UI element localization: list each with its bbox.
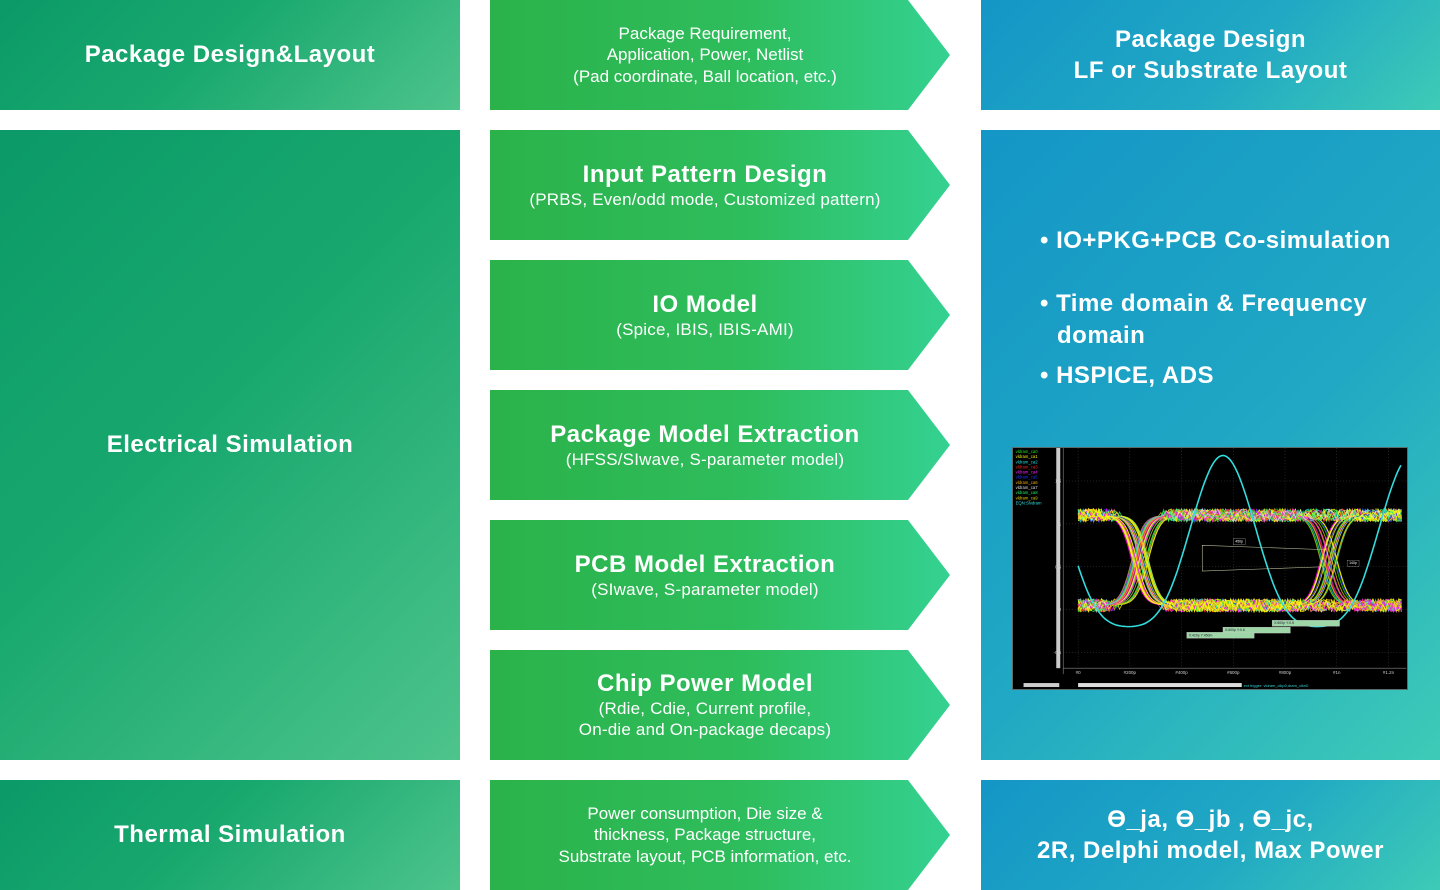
marker-label: 450p bbox=[1235, 540, 1243, 544]
x-tick-label: #400p bbox=[1175, 670, 1188, 675]
legend-entry: vldram_ca2 bbox=[1016, 459, 1039, 464]
signal-trace bbox=[1077, 508, 1402, 613]
marker-label: X:800p Y:0.5 bbox=[1274, 621, 1294, 625]
step-package-model-extraction: Package Model Extraction (HFSS/SIwave, S… bbox=[490, 390, 950, 500]
output-text: 2R, Delphi model, Max Power bbox=[1037, 837, 1384, 864]
row-title: Thermal Simulation bbox=[114, 821, 346, 848]
step-pcb-model-extraction: PCB Model Extraction (SIwave, S-paramete… bbox=[490, 520, 950, 630]
electrical-simulation-label: Electrical Simulation bbox=[0, 130, 460, 760]
step-title: Package Model Extraction bbox=[550, 420, 860, 448]
signal-trace bbox=[1078, 507, 1402, 613]
step-title: Input Pattern Design bbox=[582, 160, 828, 188]
step-sub: (Spice, IBIS, IBIS-AMI) bbox=[616, 319, 794, 339]
step-sub: On-die and On-package decaps) bbox=[578, 720, 832, 739]
legend-entry: vldram_ca3 bbox=[1016, 464, 1039, 469]
thermal-output: ϴ_ja, ϴ_jb , ϴ_jc, 2R, Delphi model, Max… bbox=[981, 780, 1440, 890]
output-text: Package Design bbox=[1114, 26, 1307, 53]
bullet-item: • HSPICE, ADS bbox=[1040, 362, 1215, 389]
legend-entry: vldram_ca0 bbox=[1016, 449, 1039, 454]
step-title: IO Model bbox=[652, 290, 758, 318]
legend-entry: vldram_ca8 bbox=[1016, 490, 1039, 495]
legend-entry: EQN:Slvdram bbox=[1016, 501, 1042, 506]
y-tick-label: 1.5 bbox=[1055, 478, 1062, 483]
marker-box bbox=[1186, 632, 1255, 639]
step-input-pattern-design: Input Pattern Design (PRBS, Even/odd mod… bbox=[490, 130, 950, 240]
y-tick-label: 0.5 bbox=[1055, 564, 1062, 569]
bullet-item: domain bbox=[1057, 322, 1146, 349]
arrow-text: Substrate layout, PCB information, etc. bbox=[558, 846, 852, 866]
x-tick-label: #1.2n bbox=[1383, 670, 1395, 675]
arrow-text: (Pad coordinate, Ball location, etc.) bbox=[573, 66, 837, 86]
x-tick-label: #1n bbox=[1333, 670, 1341, 675]
eqn-trace bbox=[1077, 454, 1402, 628]
legend-entry: vldram_ca1 bbox=[1016, 454, 1039, 459]
y-tick-label: -0.5 bbox=[1054, 650, 1062, 655]
legend-entry: vldram_ca7 bbox=[1016, 485, 1039, 490]
x-tick-label: #600p bbox=[1227, 670, 1240, 675]
signal-trace bbox=[1077, 509, 1402, 613]
package-design-layout-label: Package Design&Layout bbox=[0, 0, 460, 110]
legend-entry: vldram_ca9 bbox=[1016, 495, 1039, 500]
signal-trace bbox=[1077, 507, 1402, 614]
arrow-text: Power consumption, Die size & bbox=[587, 803, 823, 823]
thermal-inputs-arrow: Power consumption, Die size & thickness,… bbox=[490, 780, 950, 890]
marker-label: X:420p Y:450m bbox=[1189, 633, 1213, 637]
signal-trace bbox=[1077, 508, 1402, 614]
arrow-text: Application, Power, Netlist bbox=[606, 45, 804, 65]
x-tick-label: #800p bbox=[1279, 670, 1292, 675]
x-tick-label: #200p bbox=[1124, 670, 1137, 675]
marker-box bbox=[1233, 538, 1246, 545]
legend-entry: vldram_ca4 bbox=[1016, 470, 1039, 475]
y-tick-label: 0 bbox=[1059, 607, 1062, 612]
bullet-item: • IO+PKG+PCB Co-simulation bbox=[1040, 227, 1391, 254]
arrow-text: thickness, Package structure, bbox=[593, 825, 817, 845]
output-text: LF or Substrate Layout bbox=[1073, 57, 1348, 84]
arrow-text: Package Requirement, bbox=[618, 23, 792, 43]
scrollbar[interactable] bbox=[1023, 683, 1060, 688]
legend-scrollbar bbox=[1056, 448, 1061, 669]
step-sub: (HFSS/SIwave, S-parameter model) bbox=[565, 449, 845, 469]
row-title: Electrical Simulation bbox=[106, 431, 354, 458]
step-chip-power-model: Chip Power Model (Rdie, Cdie, Current pr… bbox=[490, 650, 950, 760]
marker-label: 140p bbox=[1349, 561, 1357, 565]
step-io-model: IO Model (Spice, IBIS, IBIS-AMI) bbox=[490, 260, 950, 370]
legend-entry: vldram_ca5 bbox=[1016, 475, 1039, 480]
eye-mask bbox=[1201, 545, 1325, 572]
step-title: Chip Power Model bbox=[596, 670, 813, 697]
output-text: ϴ_ja, ϴ_jb , ϴ_jc, bbox=[1107, 806, 1314, 833]
y-tick-label: 1 bbox=[1059, 521, 1062, 526]
legend-entry: vldram_ca6 bbox=[1016, 480, 1039, 485]
thermal-simulation-label: Thermal Simulation bbox=[0, 780, 460, 890]
step-sub: (PRBS, Even/odd mode, Customized pattern… bbox=[529, 189, 881, 209]
bullet-item: • Time domain & Frequency bbox=[1040, 290, 1368, 317]
package-requirement-arrow: Package Requirement, Application, Power,… bbox=[490, 0, 950, 110]
x-tick-label: #0 bbox=[1076, 670, 1081, 675]
step-title: PCB Model Extraction bbox=[574, 550, 836, 578]
row-title: Package Design&Layout bbox=[84, 41, 376, 68]
marker-box bbox=[1222, 626, 1291, 634]
step-sub: (SIwave, S-parameter model) bbox=[591, 579, 819, 599]
marker-box bbox=[1346, 560, 1360, 567]
time-scrollbar[interactable] bbox=[1078, 683, 1242, 688]
marker-box bbox=[1271, 620, 1340, 627]
trigger-text: ext trigger: vldram_clkp0,dram_clkn0 bbox=[1244, 683, 1309, 688]
package-design-output: Package Design LF or Substrate Layout bbox=[981, 0, 1440, 110]
marker-label: X:600p Y:0.6 bbox=[1225, 628, 1245, 632]
step-sub: (Rdie, Cdie, Current profile, bbox=[598, 699, 812, 718]
